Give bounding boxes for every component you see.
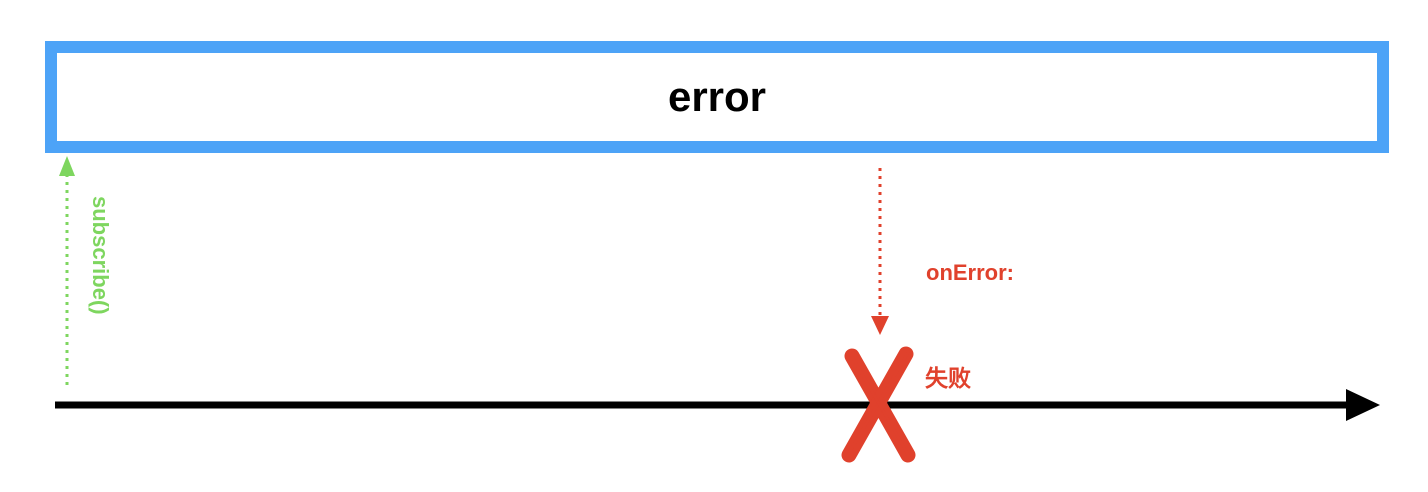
operator-box: error xyxy=(45,41,1389,153)
onerror-arrowhead xyxy=(871,316,889,335)
failure-label: 失败 xyxy=(925,366,971,392)
subscribe-label: subscribe() xyxy=(88,196,113,315)
onerror-label: onError: xyxy=(926,260,1014,285)
operator-name: error xyxy=(667,73,767,120)
timeline-arrowhead xyxy=(1346,389,1380,421)
subscribe-arrowhead xyxy=(59,156,75,176)
error-x-mark xyxy=(841,346,916,463)
